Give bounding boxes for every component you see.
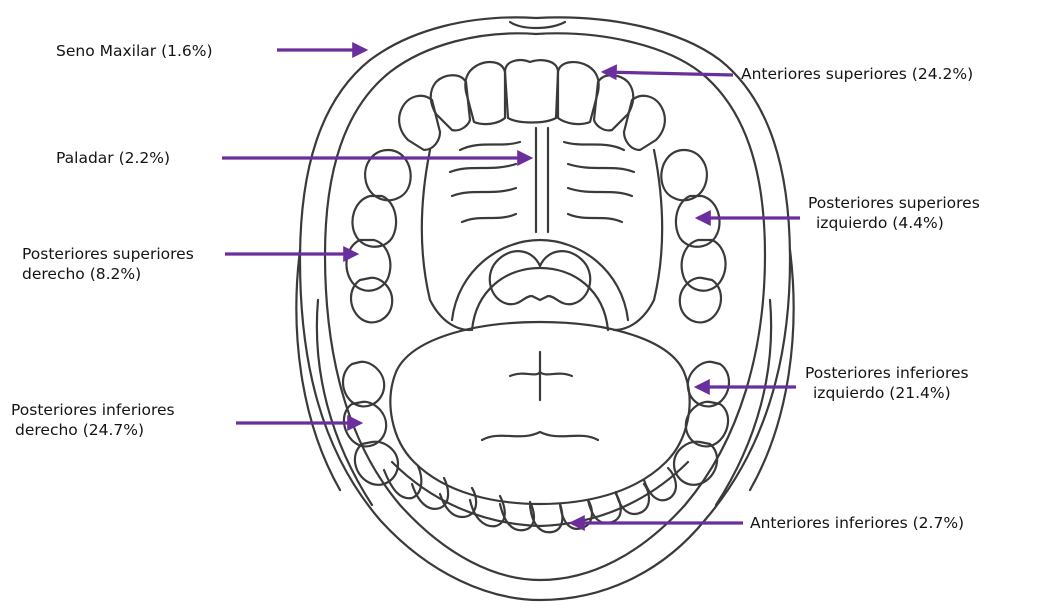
label-text: Posteriores superiores [22, 244, 194, 264]
upper-tooth [624, 96, 665, 150]
label-text: Anteriores inferiores (2.7%) [750, 513, 964, 533]
right-cheek-line [716, 300, 771, 505]
label-paladar: Paladar (2.2%) [56, 148, 170, 168]
upper-tooth [505, 60, 558, 122]
label-posteriores-inferiores-derecho: Posteriores inferiores derecho (24.7%) [11, 400, 175, 440]
lower-molar [674, 442, 717, 485]
label-anteriores-inferiores: Anteriores inferiores (2.7%) [750, 513, 964, 533]
label-text: derecho (24.7%) [11, 420, 175, 440]
label-text: izquierdo (21.4%) [805, 383, 969, 403]
lower-molar [686, 402, 728, 447]
left-outer-cheek [296, 250, 340, 490]
upper-molar [680, 278, 721, 323]
upper-tooth [399, 96, 440, 150]
label-text: derecho (8.2%) [22, 264, 194, 284]
label-text: Anteriores superiores (24.2%) [741, 64, 973, 84]
label-seno-maxilar: Seno Maxilar (1.6%) [56, 41, 213, 61]
label-text: izquierdo (4.4%) [808, 213, 980, 233]
right-outer-cheek [750, 250, 794, 490]
lower-molar [343, 362, 384, 407]
upper-molar [351, 278, 392, 323]
lower-molar [355, 442, 398, 485]
label-text: Posteriores superiores [808, 193, 980, 213]
outer-lip-outline [300, 17, 790, 600]
palate-outline [614, 150, 662, 330]
label-text: Seno Maxilar (1.6%) [56, 41, 213, 61]
upper-tooth [558, 62, 599, 124]
label-text: Posteriores inferiores [805, 363, 969, 383]
upper-tooth [465, 62, 505, 124]
tongue [390, 322, 689, 504]
palate-outline [422, 150, 470, 330]
label-text: Posteriores inferiores [11, 400, 175, 420]
lower-gum-line [392, 462, 688, 526]
lower-molar [688, 362, 729, 407]
label-posteriores-superiores-izquierdo: Posteriores superiores izquierdo (4.4%) [808, 193, 980, 233]
label-posteriores-inferiores-izquierdo: Posteriores inferiores izquierdo (21.4%) [805, 363, 969, 403]
upper-molar [661, 150, 707, 200]
label-posteriores-superiores-derecho: Posteriores superiores derecho (8.2%) [22, 244, 194, 284]
upper-lip-notch [510, 22, 565, 28]
label-text: Paladar (2.2%) [56, 148, 170, 168]
arrow-anteriores-superiores [604, 72, 733, 75]
label-anteriores-superiores: Anteriores superiores (24.2%) [741, 64, 973, 84]
